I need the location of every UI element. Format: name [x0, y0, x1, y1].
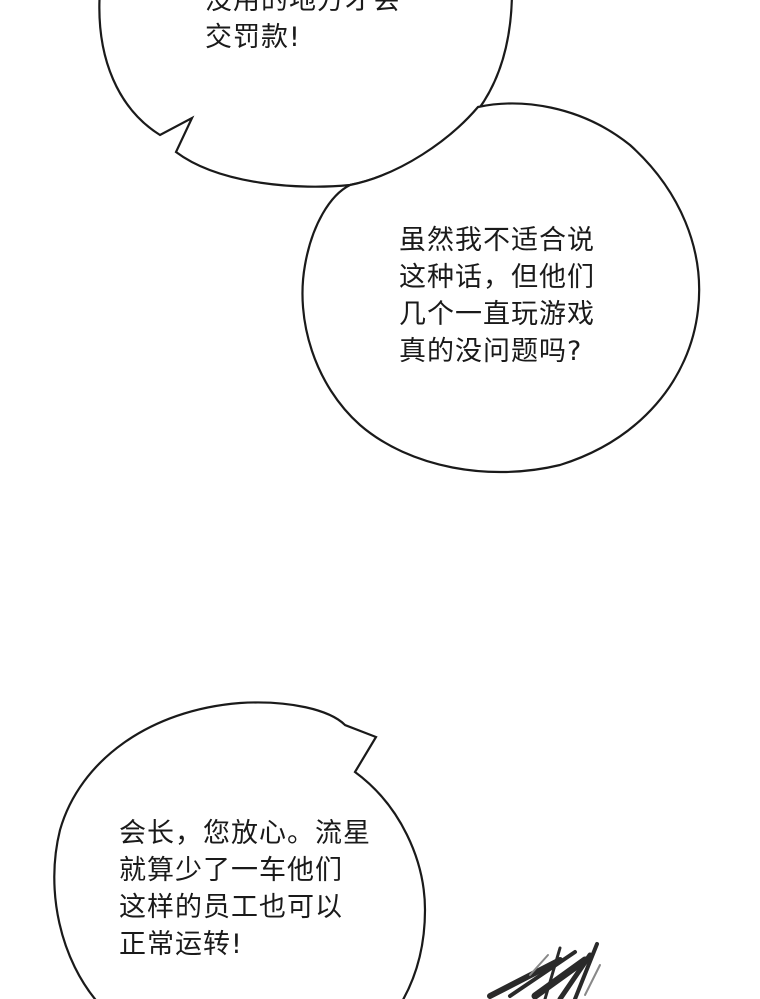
- speed-lines-decoration: [487, 942, 601, 999]
- middle-bubble-line-2: 这种话，但他们: [399, 262, 595, 293]
- top-speech-bubble: [98, 0, 513, 188]
- middle-bubble-line-1: 虽然我不适合说: [399, 225, 595, 256]
- bottom-bubble-text: 会长，您放心。流星 就算少了一车他们 这样的员工也可以 正常运转!: [119, 815, 371, 963]
- middle-bubble-line-3: 几个一直玩游戏: [399, 299, 595, 330]
- bottom-speech-bubble: [53, 701, 427, 999]
- top-bubble-line-1: 没用的地方才会: [205, 0, 401, 16]
- top-bubble-line-2: 交罚款!: [205, 22, 301, 53]
- bottom-bubble-line-1: 会长，您放心。流星: [119, 818, 371, 849]
- middle-speech-bubble: [301, 102, 701, 474]
- middle-bubble-text: 虽然我不适合说 这种话，但他们 几个一直玩游戏 真的没问题吗?: [399, 222, 595, 370]
- bottom-bubble-line-2: 就算少了一车他们: [119, 855, 343, 886]
- bottom-bubble-line-4: 正常运转!: [119, 929, 243, 960]
- bottom-bubble-line-3: 这样的员工也可以: [119, 892, 343, 923]
- middle-bubble-line-4: 真的没问题吗?: [399, 336, 583, 367]
- top-bubble-text: 没用的地方才会 交罚款!: [205, 0, 401, 56]
